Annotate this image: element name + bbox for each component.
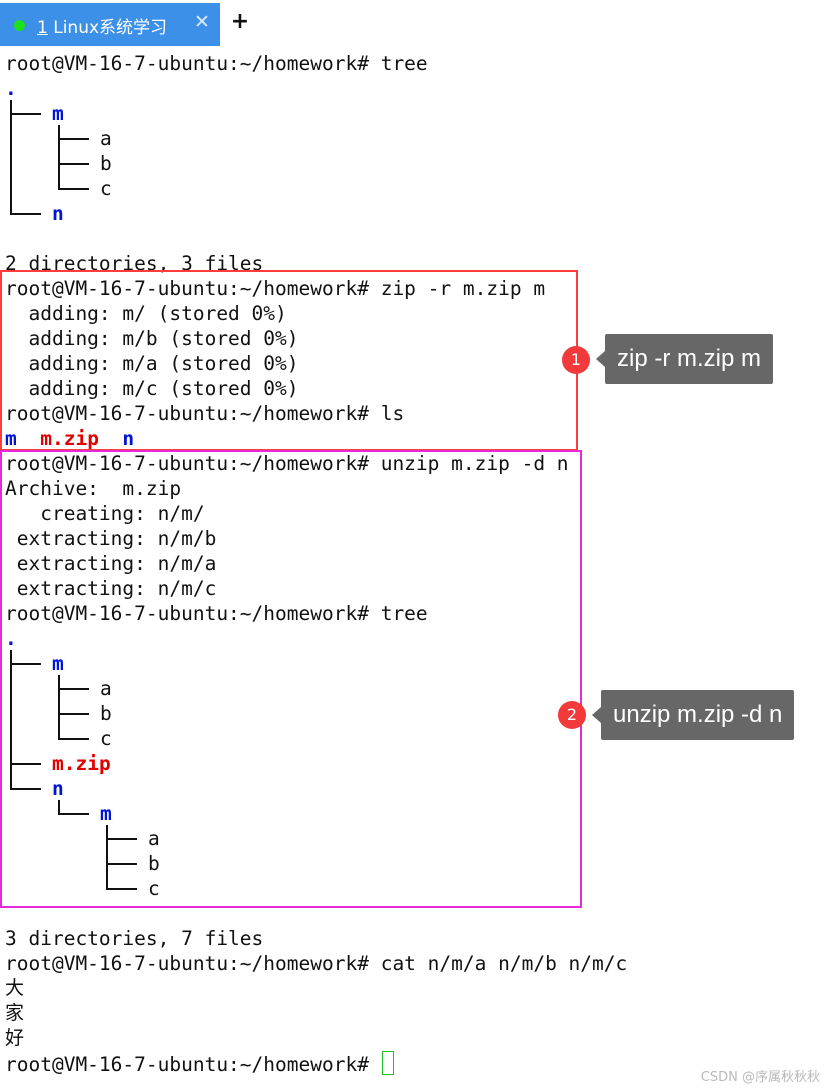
tree-root: . <box>5 627 17 650</box>
tree-file-a: a <box>148 827 160 850</box>
command-line: root@VM-16-7-ubuntu:~/homework# zip -r m… <box>5 277 546 300</box>
callout-unzip: unzip m.zip -d n <box>591 690 795 740</box>
tree-file-b: b <box>100 702 112 725</box>
tree-dir-m: m <box>52 652 64 675</box>
terminal-tab-active[interactable]: 1 Linux系统学习 ✕ <box>0 3 220 46</box>
tab-title: 1 Linux系统学习 <box>37 18 168 38</box>
output-line: adding: m/c (stored 0%) <box>5 377 299 400</box>
step-badge-1: 1 <box>562 346 590 374</box>
tree-file-b: b <box>148 852 160 875</box>
tree-dir-n: n <box>52 202 64 225</box>
tree-file-a: a <box>100 677 112 700</box>
step-badge-2: 2 <box>558 701 586 729</box>
tree-file-c: c <box>100 727 112 750</box>
output-line: adding: m/a (stored 0%) <box>5 352 299 375</box>
callout-zip: zip -r m.zip m <box>596 334 773 384</box>
tree-dir-n: n <box>52 777 64 800</box>
highlight-frame-unzip <box>0 450 582 908</box>
command-line: root@VM-16-7-ubuntu:~/homework# cat n/m/… <box>5 952 628 975</box>
output-line: 大 <box>5 977 25 999</box>
output-line: extracting: n/m/a <box>5 552 217 575</box>
connection-status-icon <box>14 20 25 31</box>
tree-summary: 2 directories, 3 files <box>5 252 264 275</box>
tree-file-b: b <box>100 152 112 175</box>
output-line: 好 <box>5 1027 25 1049</box>
command-prompt[interactable]: root@VM-16-7-ubuntu:~/homework# <box>5 1051 394 1076</box>
tree-file-a: a <box>100 127 112 150</box>
output-line: extracting: n/m/b <box>5 527 217 550</box>
tree-file-zip: m.zip <box>52 752 111 775</box>
ls-dir-n: n <box>122 427 135 450</box>
tree-summary: 3 directories, 7 files <box>5 927 264 950</box>
tree-dir-m: m <box>52 102 64 125</box>
ls-output: m m.zip n <box>5 426 134 451</box>
output-line: 家 <box>5 1002 25 1024</box>
watermark: CSDN @序属秋秋秋 <box>700 1070 820 1085</box>
new-tab-button[interactable]: + <box>230 9 250 34</box>
command-line: root@VM-16-7-ubuntu:~/homework# unzip m.… <box>5 452 569 475</box>
terminal-output[interactable]: root@VM-16-7-ubuntu:~/homework# tree . m… <box>0 46 832 1091</box>
ls-dir-m: m <box>5 427 17 450</box>
tree-file-c: c <box>148 877 160 900</box>
ls-file-zip: m.zip <box>40 427 99 450</box>
output-line: adding: m/b (stored 0%) <box>5 327 299 350</box>
tree-root: . <box>5 77 17 100</box>
output-line: adding: m/ (stored 0%) <box>5 302 287 325</box>
text-cursor <box>381 1051 394 1075</box>
highlight-frame-zip <box>0 270 578 451</box>
tree-file-c: c <box>100 177 112 200</box>
output-line: creating: n/m/ <box>5 502 205 525</box>
tab-bar: 1 Linux系统学习 ✕ + <box>0 0 832 46</box>
close-icon[interactable]: ✕ <box>194 11 210 33</box>
command-line: root@VM-16-7-ubuntu:~/homework# tree <box>5 602 428 625</box>
command-line: root@VM-16-7-ubuntu:~/homework# ls <box>5 402 405 425</box>
tree-subdir-m: m <box>100 802 112 825</box>
command-line: root@VM-16-7-ubuntu:~/homework# tree <box>5 52 428 75</box>
output-line: extracting: n/m/c <box>5 577 217 600</box>
output-line: Archive: m.zip <box>5 477 182 500</box>
